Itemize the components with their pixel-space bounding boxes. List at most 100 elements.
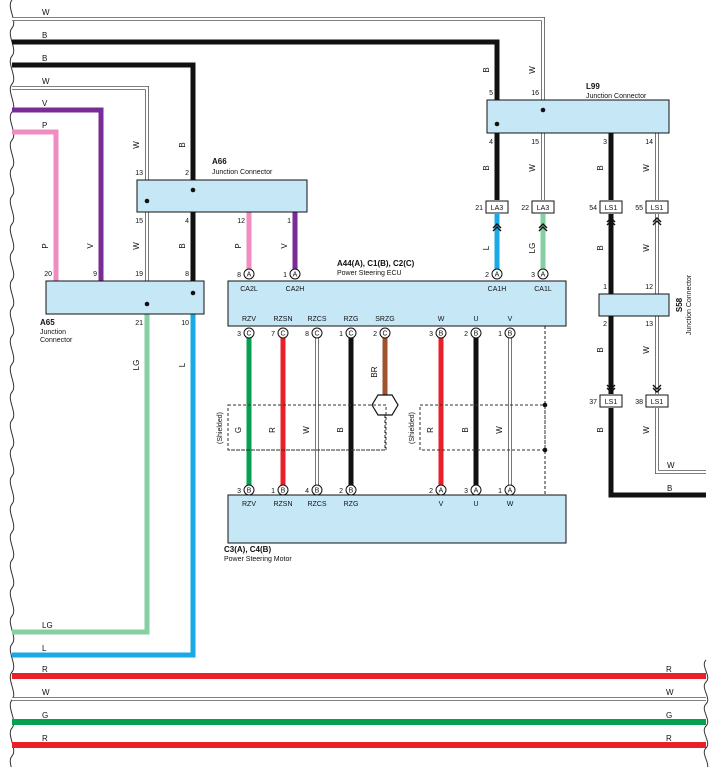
chev-la3-2 [538, 223, 548, 229]
a65-pin-2: 19 [135, 271, 143, 278]
ecu-top-term-2-ring [491, 268, 503, 280]
motor-term-1-letter: B [281, 488, 286, 495]
inline-pin-5: 38 [635, 399, 643, 406]
wl-bus-left-1: W [42, 688, 50, 697]
chev-ls1-1-2 [606, 220, 616, 226]
l99-pin-2: 4 [489, 139, 493, 146]
l99-splice-w [540, 107, 546, 113]
motor-pin-6: 1 [498, 488, 502, 495]
motor-pin-1: 1 [271, 488, 275, 495]
motor-pin-0: 3 [237, 488, 241, 495]
wire-w-2 [12, 86, 149, 180]
ecu-bot-term-6-letter: B [474, 331, 479, 338]
wl-ecu-top-1: LG [528, 243, 537, 254]
wl-left-top-5: P [42, 121, 47, 130]
wl-right-exit-1: B [667, 484, 672, 493]
chev-la3-1 [492, 223, 502, 229]
page-break-left [9, 0, 15, 767]
ecu-bot-term-6-ring [470, 327, 482, 339]
wire-b-top [12, 39, 500, 100]
motor-pin-3: 2 [339, 488, 343, 495]
ecu-bot-term-0-letter: C [246, 331, 251, 338]
wl-a65-up-0: P [41, 243, 50, 248]
wl-ecu-top-0: L [482, 245, 491, 250]
ecu-bot-name-4: SRZG [375, 316, 394, 323]
inline-LS1-54 [599, 200, 623, 214]
motor-term-3-ring [345, 484, 357, 496]
ecu-top-name-2: CA1H [488, 286, 507, 293]
wires-layer [9, 0, 709, 767]
ecu-top-name-3: CA1L [534, 286, 552, 293]
chev-la3-1-2 [492, 226, 502, 232]
ecu-bot-name-3: RZG [344, 316, 359, 323]
wl-shield-left-0: G [234, 427, 243, 433]
motor-pin-2: 4 [305, 488, 309, 495]
chev-ls1-4-2 [652, 384, 662, 390]
ecu-bot-term-1-letter: C [280, 331, 285, 338]
wl-shield-left-3: B [336, 427, 345, 432]
chev-ls1-2 [652, 217, 662, 223]
wl-l99-up-0: B [482, 67, 491, 72]
wl-left-top-0: W [42, 8, 50, 17]
inline-LS1-38 [645, 394, 669, 408]
inline-LS1-55 [645, 200, 669, 214]
a65-splice-v [190, 290, 196, 296]
ecu-top-term-1-ring [289, 268, 301, 280]
chev-ls1-2-2 [652, 220, 662, 226]
motor-pin-5: 3 [464, 488, 468, 495]
connector-a66 [136, 179, 308, 213]
shield-dot-2 [542, 447, 548, 453]
wl-bus-left-0: R [42, 665, 48, 674]
ecu-bot-term-2-letter: C [314, 331, 319, 338]
connector-s58 [598, 293, 670, 317]
ecu-bot-name-7: V [508, 316, 513, 323]
a65-pin-3: 8 [185, 271, 189, 278]
motor-term-2-letter: B [315, 488, 320, 495]
wl-shield-left-2: W [302, 426, 311, 434]
ecu-top-pin-3: 3 [531, 272, 535, 279]
inline-pin-4: 37 [589, 399, 597, 406]
wl-l99-down-0: B [482, 165, 491, 170]
ecu-bot-pin-0: 3 [237, 331, 241, 338]
shield-left [227, 404, 387, 451]
wl-shield-right-1: B [461, 427, 470, 432]
inline-code-5: LS1 [651, 399, 664, 406]
ecu-bot-term-4-ring [379, 327, 391, 339]
l99-pin-3: 15 [531, 139, 539, 146]
inline-pin-1: 22 [521, 205, 529, 212]
chev-ls1-3 [606, 387, 616, 393]
l99-name: Junction Connector [586, 93, 647, 100]
inline-code-2: LS1 [605, 205, 618, 212]
inline-LA3-22 [531, 200, 555, 214]
motor-pin-4: 2 [429, 488, 433, 495]
wire-w-exit-edge [655, 408, 706, 474]
ecu-box [227, 280, 567, 327]
wire-l-out [12, 314, 196, 658]
wl-s58-below-0: B [596, 427, 605, 432]
ecu-bot-term-7-ring [504, 327, 516, 339]
a65-pin-0: 20 [44, 271, 52, 278]
ecu-bot-term-1-ring [277, 327, 289, 339]
inline-LA3-21 [485, 200, 509, 214]
ecu-bot-pin-7: 1 [498, 331, 502, 338]
wl-bus-right-0: R [666, 665, 672, 674]
motor-name: Power Steering Motor [224, 556, 292, 563]
ecu-bot-pin-6: 2 [464, 331, 468, 338]
motor-term-4-ring [435, 484, 447, 496]
l99-pin-1: 16 [531, 90, 539, 97]
motor-term-0-ring [243, 484, 255, 496]
ecu-bot-term-2-ring [311, 327, 323, 339]
wl-shield-right-2: W [495, 426, 504, 434]
ecu-top-name-1: CA2H [286, 286, 305, 293]
s58-pin-0: 1 [603, 284, 607, 291]
a66-splice-w [144, 198, 150, 204]
wl-srzg: BR [370, 366, 379, 377]
ecu-bot-name-0: RZV [242, 316, 256, 323]
wl-l99-up-1: W [528, 66, 537, 74]
ecu-bot-name-2: RZCS [307, 316, 326, 323]
inline-code-0: LA3 [491, 205, 504, 212]
ecu-bot-term-5-ring [435, 327, 447, 339]
wl-shield-right-0: R [426, 427, 435, 433]
s58-name: Junction Connector [686, 274, 693, 335]
